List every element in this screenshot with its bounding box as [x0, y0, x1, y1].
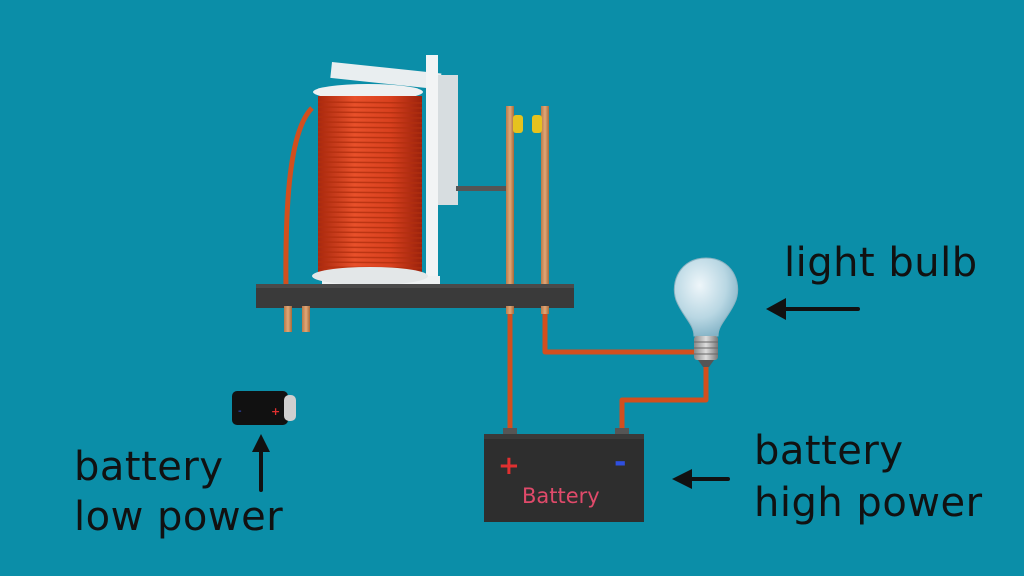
- relay-base: [256, 284, 574, 332]
- coil-turn: [317, 236, 423, 239]
- coil-turn: [317, 251, 423, 254]
- coil-turn: [317, 261, 423, 264]
- coil-turn: [317, 176, 423, 179]
- battery-terminal-positive: [503, 428, 517, 438]
- contact-pin-right: [541, 306, 549, 314]
- base-board: [256, 286, 574, 308]
- coil-turn: [317, 116, 423, 119]
- arrow-to-bulb-icon: [766, 298, 860, 320]
- battery-high-label-line1: battery: [754, 428, 904, 474]
- contact-strip-left: [506, 106, 514, 286]
- armature-plate: [426, 55, 438, 287]
- wires: [283, 106, 709, 432]
- coil-turn: [317, 201, 423, 204]
- bulb-to-battery-wire: [619, 365, 709, 432]
- high-power-battery: + - Battery: [484, 428, 644, 522]
- battery-plus-sign: +: [498, 451, 520, 481]
- armature-arm: [330, 61, 442, 90]
- coil-turn: [317, 101, 423, 104]
- coil-turn: [317, 121, 423, 124]
- small-battery-plus: +: [271, 405, 280, 418]
- coil-turn: [317, 211, 423, 214]
- battery-minus-sign: -: [614, 445, 626, 480]
- contact-point-left: [513, 115, 523, 133]
- battery-body: [484, 436, 644, 522]
- coil-turn: [317, 231, 423, 234]
- coil-turn: [317, 241, 423, 244]
- coil-turn: [317, 166, 423, 169]
- low-power-battery-icon: - +: [232, 391, 296, 425]
- armature-face: [438, 75, 458, 205]
- coil-turn: [317, 221, 423, 224]
- contact-pin-left: [506, 306, 514, 314]
- relay-contacts: [506, 106, 549, 286]
- relay-coil: [312, 84, 428, 285]
- coil-turn: [317, 136, 423, 139]
- coil-turn: [317, 161, 423, 164]
- coil-bottom-cap: [312, 267, 428, 285]
- coil-turn: [317, 171, 423, 174]
- coil-turn: [317, 226, 423, 229]
- small-battery-body: [232, 391, 288, 425]
- arrows: [252, 298, 860, 492]
- coil-turn: [317, 256, 423, 259]
- coil-turn: [317, 181, 423, 184]
- coil-winding: [318, 96, 422, 274]
- bulb-tip: [698, 360, 714, 367]
- arrow-to-big-battery-icon: [672, 469, 730, 489]
- battery-box-label: Battery: [522, 484, 600, 508]
- coil-turn: [317, 106, 423, 109]
- coil-pin-left: [284, 306, 292, 332]
- battery-low-label-line1: battery: [74, 444, 224, 490]
- contact-strip-right: [541, 106, 549, 286]
- coil-turn: [317, 186, 423, 189]
- battery-low-label-line2: low power: [74, 494, 284, 540]
- armature-rod: [456, 186, 508, 191]
- coil-turn: [317, 206, 423, 209]
- small-battery-cap: [284, 395, 296, 421]
- coil-turn: [317, 126, 423, 129]
- battery-high-label-line2: high power: [754, 480, 983, 526]
- coil-turn: [317, 146, 423, 149]
- bulb-glass: [673, 257, 739, 337]
- contact-to-bulb-wire: [542, 312, 700, 355]
- coil-turn: [317, 156, 423, 159]
- coil-pin-right: [302, 306, 310, 332]
- battery-body-top: [484, 434, 644, 439]
- contact-point-right: [532, 115, 542, 133]
- light-bulb-label: light bulb: [784, 240, 978, 286]
- coil-turns: [317, 101, 423, 269]
- small-battery-minus: -: [238, 406, 242, 417]
- coil-turn: [317, 196, 423, 199]
- coil-turn: [317, 111, 423, 114]
- battery-terminal-negative: [615, 428, 629, 438]
- coil-turn: [317, 191, 423, 194]
- coil-turn: [317, 141, 423, 144]
- coil-turn: [317, 131, 423, 134]
- base-board-top: [256, 284, 574, 288]
- coil-turn: [317, 216, 423, 219]
- coil-lead-wire: [283, 106, 314, 291]
- light-bulb-icon: [673, 257, 739, 367]
- coil-turn: [317, 151, 423, 154]
- arrow-to-small-battery-icon: [252, 434, 270, 492]
- coil-turn: [317, 246, 423, 249]
